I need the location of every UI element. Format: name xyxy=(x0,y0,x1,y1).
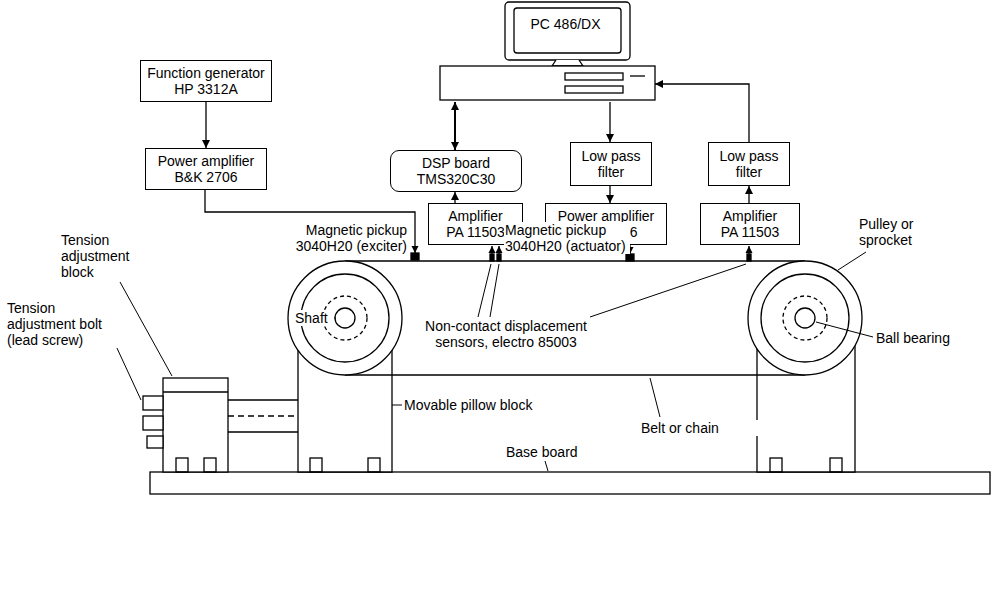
lead-screw xyxy=(228,399,298,400)
mount-bolt xyxy=(368,458,380,472)
low-pass-filter: Low pass filter xyxy=(708,142,790,186)
sensor-wire xyxy=(498,246,499,254)
exciter-wire xyxy=(205,190,415,253)
screen xyxy=(514,8,621,53)
part-label: Pulley or sprocket xyxy=(858,216,940,248)
box-text: PC 486/DX xyxy=(530,16,600,32)
dsp-board: DSP board TMS320C30 xyxy=(390,150,522,192)
computer-case xyxy=(440,66,655,100)
box-text: Amplifier PA 11503 xyxy=(714,208,786,240)
part-label: Shaft xyxy=(294,310,334,326)
pulley xyxy=(288,261,402,375)
leader-lines xyxy=(116,252,873,471)
box-text: Power amplifier B&K 2706 xyxy=(151,153,261,185)
lead-screw-axis xyxy=(228,415,298,416)
signal-connector xyxy=(454,102,456,150)
hub xyxy=(783,296,827,340)
signal-connector xyxy=(748,186,749,203)
shaft xyxy=(335,308,355,328)
mount-bolt xyxy=(770,458,782,472)
pulley xyxy=(748,261,862,375)
actuator-pickup xyxy=(626,254,634,261)
signal-connector xyxy=(205,102,206,148)
amplifier: Amplifier PA 11503 xyxy=(700,203,800,245)
part-label: Magnetic pickup 3040H20 (actuator) xyxy=(504,222,630,254)
part-label: Base board xyxy=(505,444,597,460)
signal-connector xyxy=(609,102,610,142)
base-board xyxy=(150,472,990,494)
displacement-sensor xyxy=(490,254,494,261)
low-pass-filter: Low pass filter xyxy=(570,142,652,186)
monitor-stand xyxy=(552,60,583,66)
signal-connector xyxy=(609,186,610,203)
box-text: DSP board TMS320C30 xyxy=(400,155,512,187)
sensor-wire xyxy=(491,246,492,254)
signal-connector xyxy=(655,84,749,142)
box-text: Amplifier PA 11503 xyxy=(440,208,512,240)
tension-block xyxy=(163,378,228,472)
bolt-head xyxy=(143,396,163,410)
box-text: Low pass filter xyxy=(714,148,784,180)
part-label: Non-contact displacement sensors, electr… xyxy=(410,318,602,350)
box-text: Low pass filter xyxy=(576,148,646,180)
exciter-pickup xyxy=(411,253,419,260)
computer: PC 486/DX xyxy=(440,2,655,102)
part-label: Ball bearing xyxy=(875,330,977,346)
part-label: Tension adjustment bolt (lead screw) xyxy=(6,300,120,348)
part-label: Movable pillow block xyxy=(403,397,565,413)
part-label: Magnetic pickup 3040H20 (exciter) xyxy=(282,222,408,254)
sensor-wire xyxy=(748,246,749,254)
shaft xyxy=(795,308,815,328)
part-label: Tension adjustment block xyxy=(60,232,146,280)
function-generator: Function generator HP 3312A xyxy=(140,60,272,102)
lead-screw xyxy=(228,431,298,432)
bolt-head xyxy=(143,416,163,430)
power-amplifier: Power amplifier B&K 2706 xyxy=(145,148,267,190)
pulley-rim xyxy=(761,274,849,362)
monitor xyxy=(505,2,630,60)
displacement-sensor xyxy=(747,254,751,261)
box-text: Function generator HP 3312A xyxy=(145,65,267,97)
signal-connector xyxy=(454,192,455,203)
mount-bolt xyxy=(310,458,322,472)
mount-bolt xyxy=(176,458,188,472)
case-detail xyxy=(630,75,645,76)
drive-slot xyxy=(565,73,623,80)
displacement-sensor xyxy=(497,254,501,261)
bolt-head xyxy=(147,436,163,448)
mount-bolt xyxy=(830,458,842,472)
drive-slot xyxy=(565,86,623,93)
part-label: Belt or chain xyxy=(640,420,762,436)
mount-bolt xyxy=(204,458,216,472)
belt-bottom xyxy=(345,374,805,376)
